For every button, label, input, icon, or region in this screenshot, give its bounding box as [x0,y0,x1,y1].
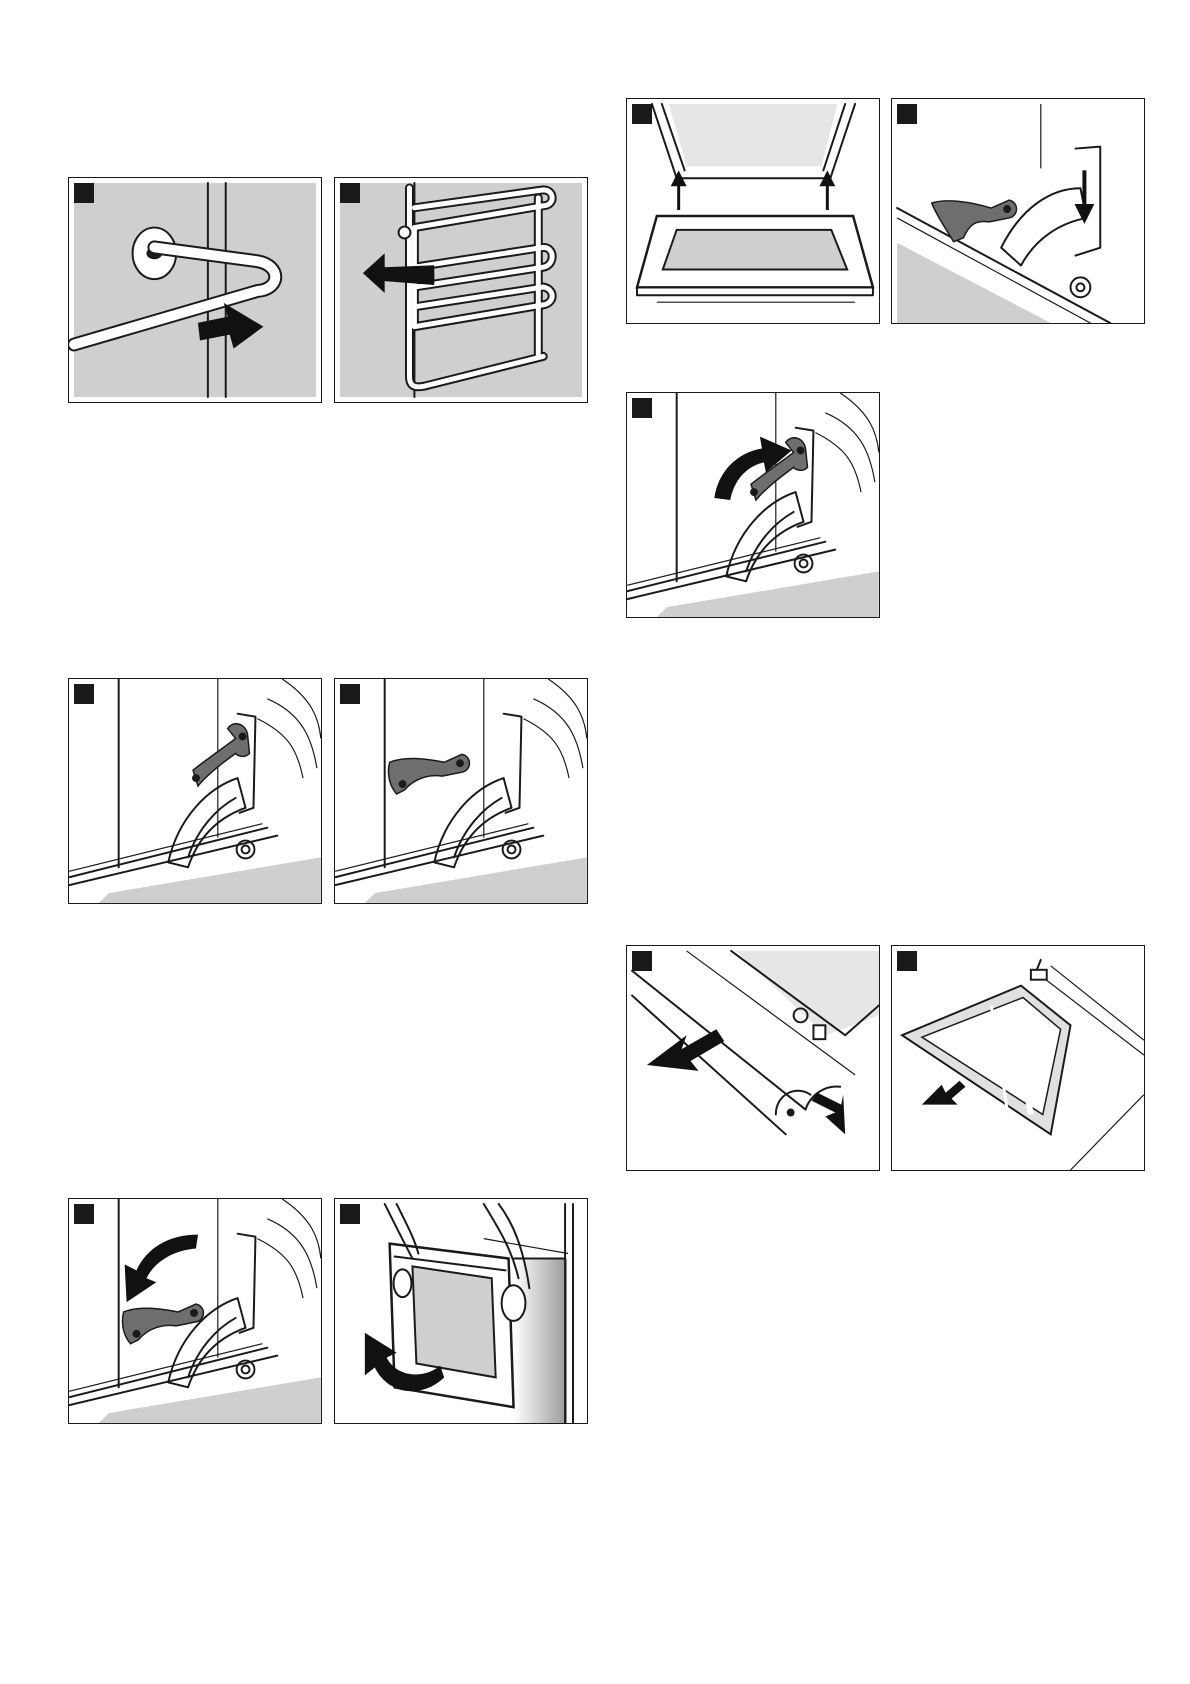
cover-screw-press-arrow-icon [627,946,879,1170]
glass-pane-slide-arrow-icon [892,946,1144,1170]
step-marker [632,398,652,418]
step-marker [74,183,94,203]
step-marker [74,684,94,704]
step-marker [632,951,652,971]
door-lift-hands-icon [335,1199,587,1423]
figure-hinge-lever-down [334,678,588,904]
figure-door-glass-lift [626,98,880,324]
hinge-lever-down-icon [335,679,587,903]
step-marker [897,951,917,971]
door-glass-up-arrows-icon [627,99,879,323]
hinge-push-down-arrow-icon [892,99,1144,323]
figure-glass-pane-remove [891,945,1145,1171]
step-marker [632,104,652,124]
figure-door-lift-off [334,1198,588,1424]
figure-hinge-push-down [891,98,1145,324]
figure-door-cover-remove [626,945,880,1171]
figure-hinge-lever-rotate-down [68,1198,322,1424]
shelf-rail-arrow-left-icon [335,178,587,402]
figure-rail-unhook [68,177,322,403]
hinge-rotate-down-arrow-icon [69,1199,321,1423]
step-marker [74,1204,94,1224]
hinge-lever-up-icon [69,679,321,903]
figure-hinge-lever-rotate-up [626,392,880,618]
step-marker [340,183,360,203]
step-marker [897,104,917,124]
step-marker [340,1204,360,1224]
hinge-rotate-up-arrow-icon [627,393,879,617]
figure-rail-remove [334,177,588,403]
step-marker [340,684,360,704]
figure-hinge-lever-up [68,678,322,904]
rail-hook-arrow-right-icon [69,178,321,402]
